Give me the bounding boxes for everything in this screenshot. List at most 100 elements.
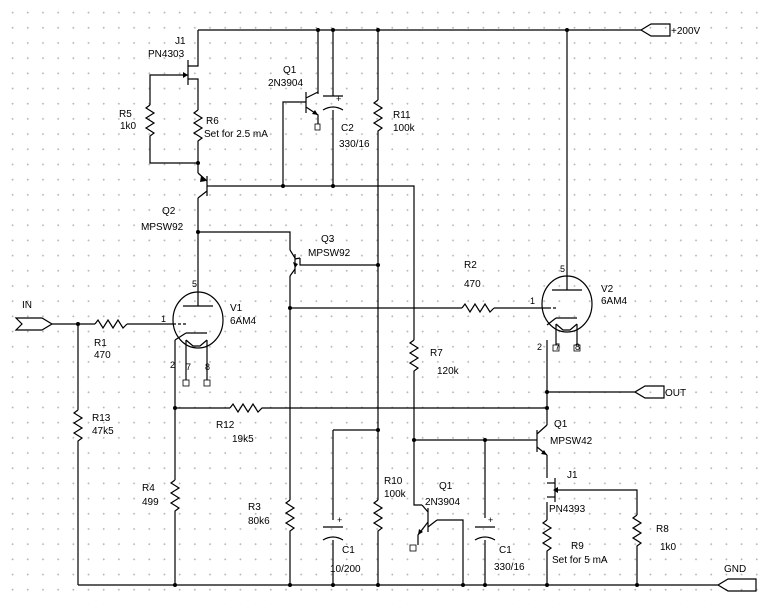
bjt-q3[interactable]: Q3 MPSW92 bbox=[289, 234, 351, 277]
wires bbox=[52, 29, 718, 586]
q3-value: MPSW92 bbox=[308, 248, 351, 259]
r8-value: 1k0 bbox=[660, 542, 677, 553]
v2-pin-heater2: 8 bbox=[575, 342, 580, 352]
r7-value: 120k bbox=[437, 366, 460, 377]
jfet-j1-top[interactable]: J1 PN4303 bbox=[148, 36, 199, 85]
junction-dot bbox=[173, 583, 177, 587]
r6-ref: R6 bbox=[206, 116, 219, 127]
wire bbox=[413, 440, 422, 506]
port-gnd[interactable]: GND bbox=[716, 564, 757, 592]
c1-right-ref: C1 bbox=[499, 545, 512, 556]
r2-ref: R2 bbox=[464, 260, 477, 271]
junction-dot bbox=[288, 306, 292, 310]
tube-v1[interactable]: 5 1 2 7 8 V1 6AM4 bbox=[161, 279, 257, 387]
junction-dot bbox=[331, 184, 335, 188]
junction-dot bbox=[196, 230, 200, 234]
c2-value: 330/16 bbox=[339, 139, 370, 150]
q1-bottom-ref: Q1 bbox=[439, 481, 453, 492]
c1-left-ref: C1 bbox=[342, 545, 355, 556]
v1-pin-heater1: 7 bbox=[186, 362, 191, 372]
c1-left-value: 10/200 bbox=[330, 564, 361, 575]
tube-v2[interactable]: 5 1 2 7 8 V2 6AM4 bbox=[530, 264, 628, 352]
resistor-r11[interactable]: R11 100k bbox=[372, 99, 416, 140]
port-out[interactable]: OUT bbox=[633, 385, 686, 399]
port-gnd-label: GND bbox=[724, 564, 746, 575]
r11-value: 100k bbox=[393, 123, 416, 134]
c1-right-value: 330/16 bbox=[494, 562, 525, 573]
junction-dot bbox=[376, 28, 380, 32]
v2-ref: V2 bbox=[601, 284, 614, 295]
junction-dot bbox=[331, 583, 335, 587]
port-in-label: IN bbox=[22, 300, 32, 311]
port-in[interactable]: IN bbox=[14, 300, 54, 331]
r4-ref: R4 bbox=[142, 483, 155, 494]
resistor-r1[interactable]: R1 470 bbox=[94, 318, 128, 361]
resistor-r9[interactable]: R9 Set for 5 mA bbox=[541, 519, 608, 566]
j1-top-value: PN4303 bbox=[148, 49, 185, 60]
junction-dot bbox=[376, 263, 380, 267]
junction-dot bbox=[316, 28, 320, 32]
jfet-j1-bottom[interactable]: J1 PN4393 bbox=[547, 470, 586, 515]
wire bbox=[437, 519, 464, 585]
resistor-r8[interactable]: R8 1k0 bbox=[631, 514, 677, 553]
junction-dot bbox=[545, 390, 549, 394]
v2-value: 6AM4 bbox=[601, 296, 628, 307]
v1-pin-grid: 1 bbox=[161, 314, 166, 324]
bjt-q1-right[interactable]: Q1 MPSW42 bbox=[530, 419, 593, 456]
capacitor-c2[interactable]: + C2 330/16 bbox=[322, 94, 370, 150]
r5-ref: R5 bbox=[119, 109, 132, 120]
capacitor-c1-left[interactable]: + C1 10/200 bbox=[322, 515, 361, 575]
resistor-r3[interactable]: R3 80k6 bbox=[248, 499, 296, 535]
r8-ref: R8 bbox=[656, 524, 669, 535]
c1-right-plus: + bbox=[488, 515, 493, 525]
resistor-r7[interactable]: R7 120k bbox=[408, 339, 460, 380]
j1-bottom-value: PN4393 bbox=[549, 504, 586, 515]
v2-pin-grid: 1 bbox=[530, 296, 535, 306]
bjt-q1-top[interactable]: Q1 2N3904 bbox=[268, 65, 321, 131]
resistor-r4[interactable]: R4 499 bbox=[142, 479, 181, 515]
r6-value: Set for 2.5 mA bbox=[204, 129, 268, 140]
v1-pin-cathode: 2 bbox=[170, 360, 175, 370]
resistor-r6[interactable]: R6 Set for 2.5 mA bbox=[192, 109, 268, 142]
junction-dot bbox=[565, 28, 569, 32]
resistor-r2[interactable]: R2 470 bbox=[461, 260, 495, 314]
v1-value: 6AM4 bbox=[230, 316, 257, 327]
r11-ref: R11 bbox=[393, 110, 411, 121]
junction-dot bbox=[281, 184, 285, 188]
resistor-r5[interactable]: R5 1k0 bbox=[119, 104, 156, 140]
junction-dot bbox=[376, 428, 380, 432]
v1-pin-plate: 5 bbox=[192, 279, 197, 289]
resistor-r13[interactable]: R13 47k5 bbox=[72, 409, 114, 447]
resistor-r12[interactable]: R12 19k5 bbox=[216, 402, 264, 445]
r13-ref: R13 bbox=[92, 413, 111, 424]
junction-dot bbox=[173, 406, 177, 410]
r10-ref: R10 bbox=[384, 476, 403, 487]
v1-pin-heater2: 8 bbox=[205, 362, 210, 372]
wire bbox=[299, 258, 378, 266]
q1-right-ref: Q1 bbox=[554, 419, 568, 430]
junction-dot bbox=[288, 583, 292, 587]
bjt-q1-bottom[interactable]: Q1 2N3904 bbox=[409, 481, 460, 552]
junction-dot bbox=[635, 583, 639, 587]
q2-value: MPSW92 bbox=[141, 222, 184, 233]
r1-value: 470 bbox=[94, 350, 111, 361]
r9-ref: R9 bbox=[571, 541, 584, 552]
q2-ref: Q2 bbox=[162, 206, 176, 217]
junction-dot bbox=[461, 583, 465, 587]
v2-pin-plate: 5 bbox=[560, 264, 565, 274]
resistor-r10[interactable]: R10 100k bbox=[372, 476, 407, 540]
bjt-q2[interactable]: Q2 MPSW92 bbox=[141, 172, 212, 233]
q1-right-value: MPSW42 bbox=[550, 436, 593, 447]
junction-dots bbox=[76, 28, 639, 587]
q3-ref: Q3 bbox=[321, 234, 335, 245]
port-vplus-label: +200V bbox=[671, 26, 701, 37]
q1-bottom-value: 2N3904 bbox=[425, 497, 460, 508]
junction-dot bbox=[483, 438, 487, 442]
wire bbox=[282, 101, 306, 186]
junction-dot bbox=[412, 438, 416, 442]
capacitor-c1-right[interactable]: + C1 330/16 bbox=[474, 515, 525, 573]
port-vplus[interactable]: +200V bbox=[639, 23, 701, 37]
r3-value: 80k6 bbox=[248, 516, 270, 527]
